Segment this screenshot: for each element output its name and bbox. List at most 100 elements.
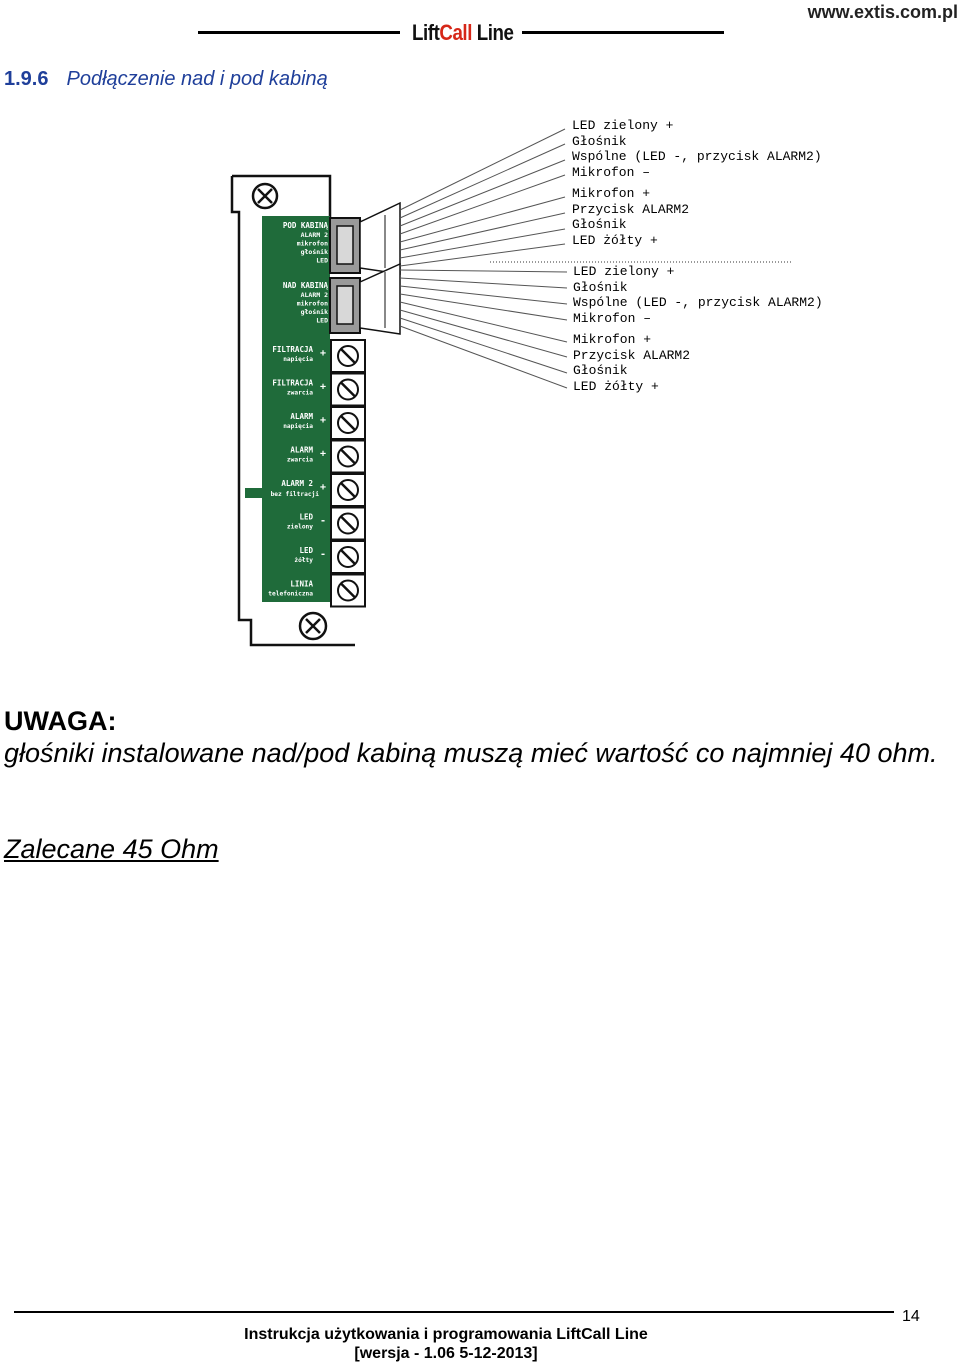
wire-labels-top: LED zielony + Głośnik Wspólne (LED -, pr… xyxy=(572,118,822,248)
wire-label: Głośnik xyxy=(573,363,628,378)
note-text: głośniki instalowane nad/pod kabiną musz… xyxy=(4,738,938,768)
terminal-screw-icon xyxy=(330,439,366,474)
recommendation: Zalecane 45 Ohm xyxy=(4,834,219,864)
brand-logo: LiftCall Line xyxy=(412,20,514,46)
board-label: żółty xyxy=(294,556,313,564)
terminal-screw-icon xyxy=(330,473,366,507)
board-label: FILTRACJA xyxy=(272,379,313,388)
board-label: zwarcia xyxy=(287,389,313,397)
section-title: 1.9.6 Podłączenie nad i pod kabiną xyxy=(4,68,328,91)
wire-label: Przycisk ALARM2 xyxy=(572,201,690,217)
board-label: LED xyxy=(299,546,313,555)
footer-rule xyxy=(14,1311,894,1313)
wire-label: Mikrofon + xyxy=(572,186,651,201)
board-label: NAD KABINĄ xyxy=(283,281,329,290)
wire-label: Głośnik xyxy=(572,133,627,149)
site-url[interactable]: www.extis.com.pl xyxy=(807,2,958,22)
board-label: głośnik xyxy=(301,308,328,316)
label-tab xyxy=(245,488,323,498)
wire-label: Wspólne (LED -, przycisk ALARM2) xyxy=(573,295,823,310)
terminal-screw-icon xyxy=(330,540,366,574)
board-label: ALARM xyxy=(290,412,313,421)
board-label: telefoniczna xyxy=(268,590,313,598)
wire-label: LED zielony + xyxy=(572,118,674,133)
board-label: ALARM xyxy=(290,446,313,455)
section-number: 1.9.6 xyxy=(4,68,49,90)
wire xyxy=(399,143,566,219)
board-label: głośnik xyxy=(301,248,328,256)
board-label: + xyxy=(320,415,326,426)
board-label: POD KABINĄ xyxy=(283,221,329,230)
board-label: + xyxy=(320,382,326,393)
wire-label: Mikrofon – xyxy=(573,310,652,326)
terminal-screw-icon xyxy=(330,339,366,373)
brand-part-lift: Lift xyxy=(412,20,440,45)
header-rule-right xyxy=(522,31,724,34)
wire xyxy=(399,269,568,273)
wire xyxy=(399,325,568,389)
board-label: bez filtracji xyxy=(271,490,320,498)
terminal-screw-icon xyxy=(330,372,366,407)
section-heading: Podłączenie nad i pod kabiną xyxy=(66,68,328,90)
board-label: LED xyxy=(316,257,328,265)
board-label: ALARM 2 xyxy=(281,479,313,488)
footer-title: Instrukcja użytkowania i programowania L… xyxy=(244,1326,648,1343)
wire xyxy=(399,128,566,211)
control-board xyxy=(262,216,330,602)
note-heading: UWAGA: xyxy=(4,706,117,736)
wire-label: Głośnik xyxy=(573,279,628,295)
board-label: mikrofon xyxy=(297,300,328,308)
header-rule-left xyxy=(198,31,400,34)
board-label: zielony xyxy=(287,523,313,531)
board-label: napięcia xyxy=(283,422,313,430)
connector-nad-kabina xyxy=(329,277,361,334)
wire xyxy=(399,301,568,343)
board-label: + xyxy=(320,348,326,359)
wire-fan-top xyxy=(399,128,566,267)
brand-part-line: Line xyxy=(471,20,514,45)
cable-top xyxy=(359,201,401,275)
wire xyxy=(399,309,568,358)
board-label: + xyxy=(320,449,326,460)
board-outline xyxy=(230,176,355,647)
wire xyxy=(399,159,566,227)
wire-label: Mikrofon – xyxy=(572,164,651,180)
mounting-screw-bottom-icon xyxy=(298,611,328,641)
board-label: LED xyxy=(299,513,313,522)
terminal-screw-icon xyxy=(330,406,366,440)
terminal-screw-icon xyxy=(330,573,366,608)
wire-label: LED zielony + xyxy=(573,264,675,279)
wire-label: LED żółty + xyxy=(573,378,659,394)
board-label: ALARM 2 xyxy=(301,231,328,239)
wire xyxy=(399,285,568,305)
wire-fan-bottom xyxy=(399,269,568,389)
wire xyxy=(399,293,568,321)
board-label: - xyxy=(320,516,326,527)
wire xyxy=(399,196,566,243)
board-label: napięcia xyxy=(283,355,313,363)
board-label: ALARM 2 xyxy=(301,291,328,299)
terminal-block xyxy=(330,339,366,608)
wire-labels-bottom: LED zielony + Głośnik Wspólne (LED -, pr… xyxy=(573,264,823,394)
board-label: LED xyxy=(316,317,328,325)
wire xyxy=(399,277,568,289)
board-label: - xyxy=(320,549,326,560)
board-label: LINIA xyxy=(290,580,313,589)
board-label: FILTRACJA xyxy=(272,345,313,354)
footer-version: [wersja - 1.06 5-12-2013] xyxy=(354,1345,538,1362)
wire-label: Mikrofon + xyxy=(573,332,652,347)
wire xyxy=(399,243,566,267)
wire-label: Wspólne (LED -, przycisk ALARM2) xyxy=(572,149,822,164)
brand-part-call: Call xyxy=(439,20,472,45)
board-label: zwarcia xyxy=(287,456,313,464)
wire xyxy=(399,228,566,259)
terminal-screw-icon xyxy=(330,506,366,541)
wire-label: LED żółty + xyxy=(572,232,658,248)
board-label: + xyxy=(320,482,326,493)
page-number: 14 xyxy=(902,1308,920,1325)
wire-label: Przycisk ALARM2 xyxy=(573,347,691,363)
board-label: mikrofon xyxy=(297,240,328,248)
wire xyxy=(399,212,566,251)
cable-bottom xyxy=(359,262,401,335)
